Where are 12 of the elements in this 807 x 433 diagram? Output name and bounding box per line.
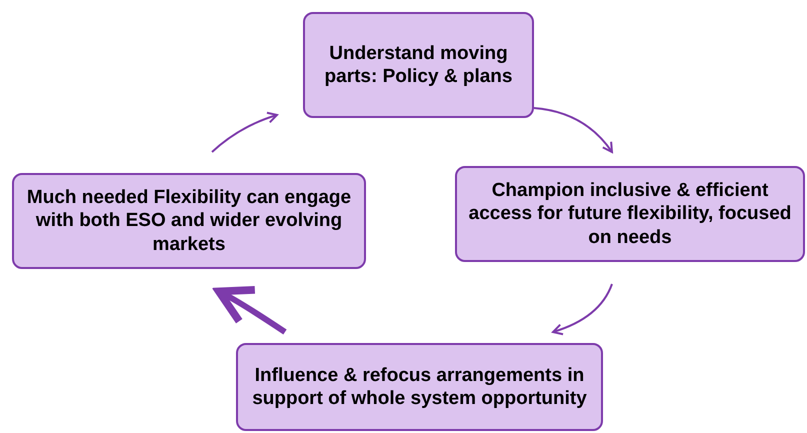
process-box (12, 173, 366, 269)
curved-arrow (534, 107, 613, 153)
box-text: Much needed Flexibility can engage with both ESO and wider evolving markets (26, 186, 352, 256)
curved-arrow (211, 112, 278, 153)
process-box (303, 12, 534, 118)
process-box (236, 343, 603, 431)
box-text: Understand moving parts: Policy & plans (324, 42, 514, 88)
box-text: Champion inclusive & efficient access for future flexibility, focused on needs (468, 179, 792, 249)
curved-arrow (215, 286, 287, 334)
curved-arrow (552, 284, 613, 335)
box-text: Influence & refocus arrangements in support of whole system opportunity (251, 364, 588, 410)
process-box (455, 166, 805, 262)
